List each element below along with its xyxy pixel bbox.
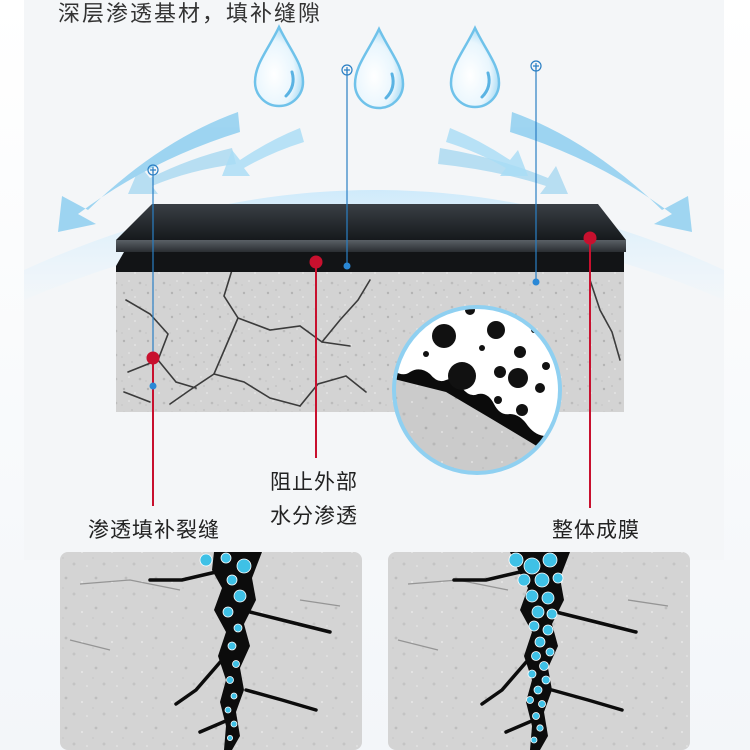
crack-panel-after bbox=[388, 552, 690, 750]
crack-lines bbox=[123, 269, 621, 407]
label-block-water-line2: 水分渗透 bbox=[270, 504, 358, 528]
label-fill-cracks: 渗透填补裂缝 bbox=[88, 518, 220, 542]
water-drop-icon bbox=[253, 24, 305, 108]
flow-arrow-icon bbox=[58, 112, 240, 232]
callout-marker-icon bbox=[146, 231, 597, 365]
water-drop-icon bbox=[353, 26, 405, 110]
flow-arrow-icon bbox=[222, 128, 528, 176]
callout-marker-icon bbox=[147, 60, 542, 176]
waterproof-membrane bbox=[116, 204, 626, 272]
page-title: 深层渗透基材，填补缝隙 bbox=[58, 2, 323, 27]
callout-marker-icon bbox=[149, 262, 540, 390]
label-block-water-line1: 阻止外部 bbox=[270, 470, 358, 494]
magnifier-circle-icon bbox=[392, 305, 562, 475]
crack-panel-before bbox=[60, 552, 362, 750]
callout-lines bbox=[152, 66, 537, 386]
water-drop-icon bbox=[449, 25, 501, 109]
label-film: 整体成膜 bbox=[552, 518, 640, 542]
